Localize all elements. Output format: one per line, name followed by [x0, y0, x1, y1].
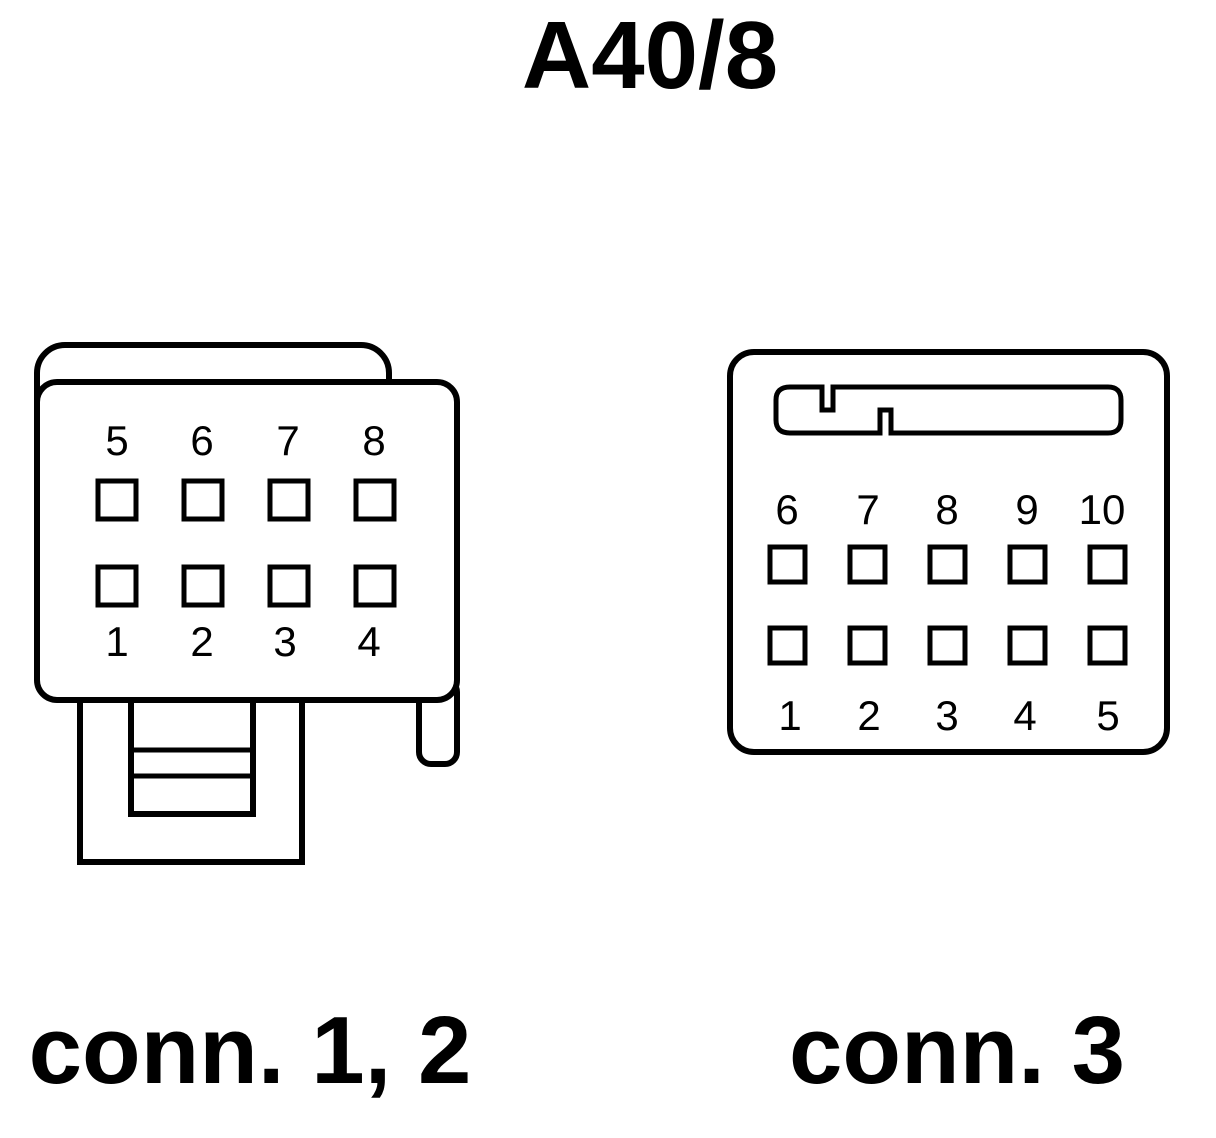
pin-label: 9	[1015, 486, 1038, 533]
pin-socket	[767, 544, 808, 585]
pin-label: 1	[778, 692, 801, 739]
pin-socket	[95, 478, 139, 522]
pin-label: 8	[935, 486, 958, 533]
pin-socket	[95, 564, 139, 608]
pin-socket	[847, 625, 888, 666]
pin-label: 6	[775, 486, 798, 533]
pin-label: 3	[273, 618, 296, 665]
diagram-title: A40/8	[522, 2, 778, 109]
pin-label: 2	[190, 618, 213, 665]
pin-label: 7	[856, 486, 879, 533]
pin-label: 7	[276, 417, 299, 464]
pin-socket	[927, 625, 968, 666]
connector-3: 6 7 8 9 10 1 2 3 4 5	[727, 349, 1170, 755]
pin-socket	[1087, 544, 1128, 585]
pin-label: 5	[105, 417, 128, 464]
pin-label: 1	[105, 618, 128, 665]
connector-3-caption: conn. 3	[789, 997, 1125, 1104]
pin-label: 2	[857, 692, 880, 739]
pin-socket	[267, 478, 311, 522]
pin-socket	[181, 478, 225, 522]
pin-socket	[1007, 544, 1048, 585]
pin-socket	[1007, 625, 1048, 666]
pin-socket	[353, 478, 397, 522]
pin-label: 8	[362, 417, 385, 464]
pin-label: 5	[1096, 692, 1119, 739]
pin-label: 10	[1079, 486, 1126, 533]
pin-socket	[353, 564, 397, 608]
pin-socket	[927, 544, 968, 585]
connector-1-2-housing	[34, 379, 460, 703]
pin-socket	[1087, 625, 1128, 666]
pin-socket	[181, 564, 225, 608]
connector-3-key-slot	[773, 384, 1124, 436]
pin-label: 4	[1013, 692, 1036, 739]
pin-label: 6	[190, 417, 213, 464]
pin-socket	[847, 544, 888, 585]
pin-socket	[767, 625, 808, 666]
connector-1-2-caption: conn. 1, 2	[29, 997, 472, 1104]
pin-socket	[267, 564, 311, 608]
pin-label: 3	[935, 692, 958, 739]
connector-1-2: 5 6 7 8 1 2 3 4	[34, 342, 460, 865]
pin-label: 4	[357, 618, 380, 665]
